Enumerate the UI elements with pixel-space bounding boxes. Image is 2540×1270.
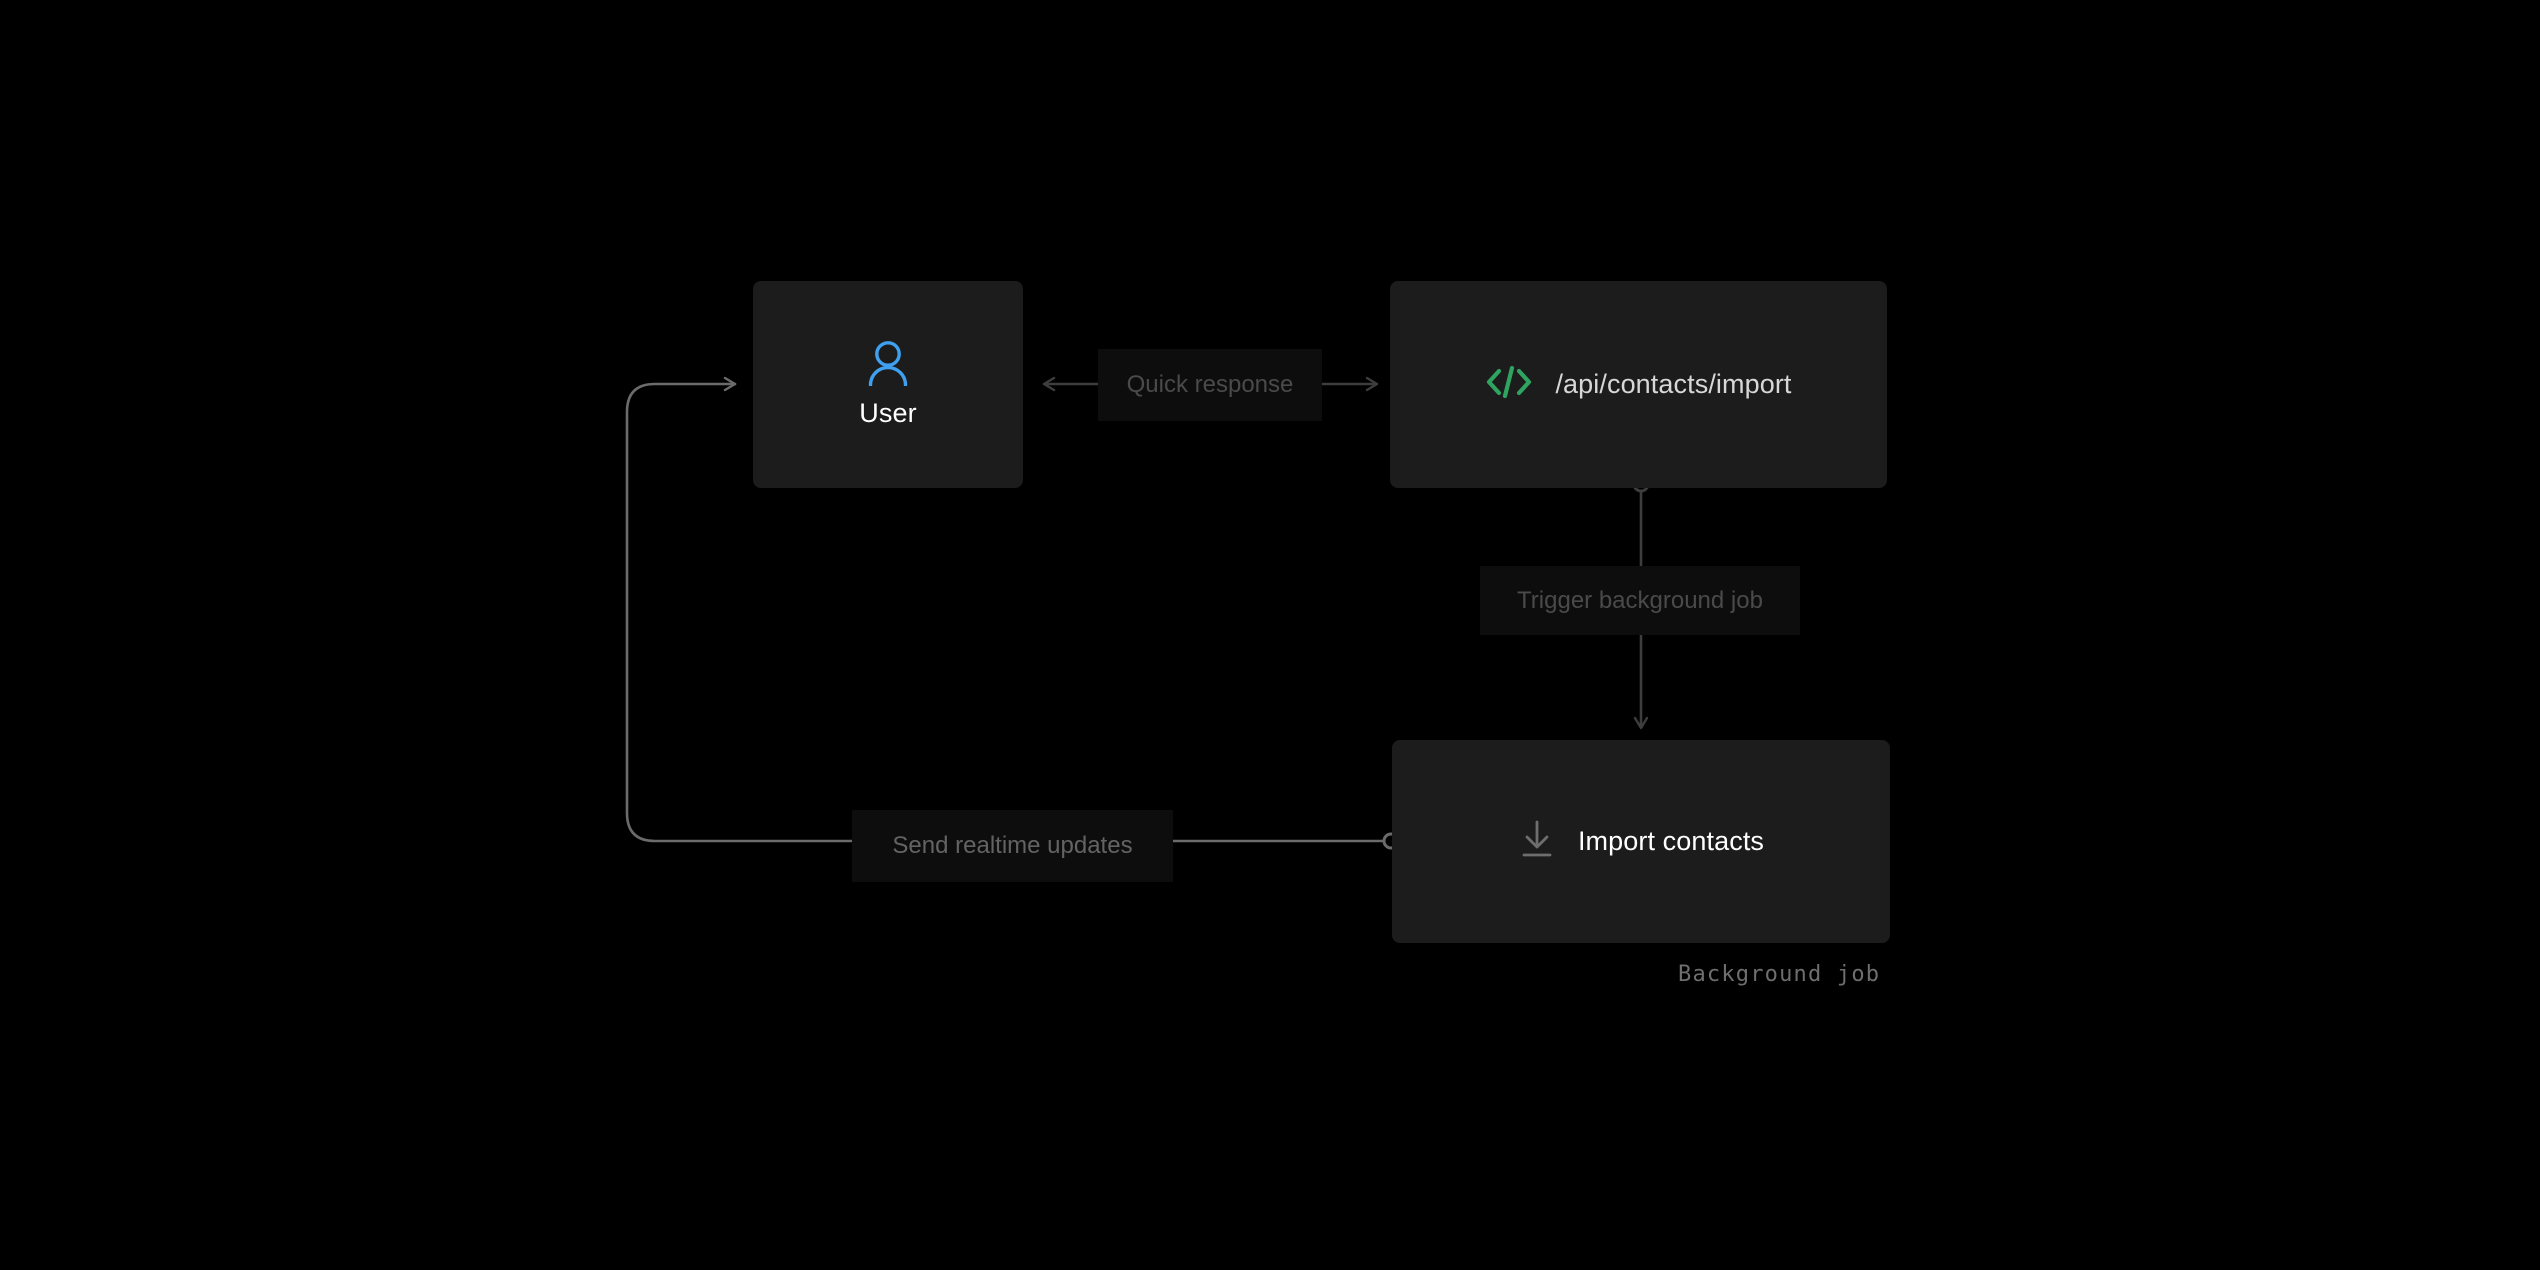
node-api-label: /api/contacts/import bbox=[1555, 369, 1792, 399]
node-api-content: /api/contacts/import bbox=[1485, 363, 1791, 406]
edge-label-quick-response: Quick response bbox=[1098, 349, 1322, 421]
edge-label-trigger-background-job: Trigger background job bbox=[1480, 566, 1800, 635]
node-import-contacts[interactable]: Import contacts bbox=[1392, 740, 1890, 943]
node-user[interactable]: User bbox=[753, 281, 1023, 488]
node-job-label: Import contacts bbox=[1577, 826, 1765, 856]
node-job-content: Import contacts bbox=[1518, 819, 1764, 864]
code-brackets-icon bbox=[1485, 363, 1533, 406]
download-arrow-icon bbox=[1518, 819, 1556, 864]
node-user-label: User bbox=[859, 398, 917, 428]
edge-label-send-realtime-updates: Send realtime updates bbox=[852, 810, 1173, 882]
node-api-endpoint[interactable]: /api/contacts/import bbox=[1390, 281, 1887, 488]
background-job-caption: Background job bbox=[1678, 962, 1881, 987]
node-user-content: User bbox=[859, 340, 917, 429]
person-icon bbox=[866, 340, 910, 386]
